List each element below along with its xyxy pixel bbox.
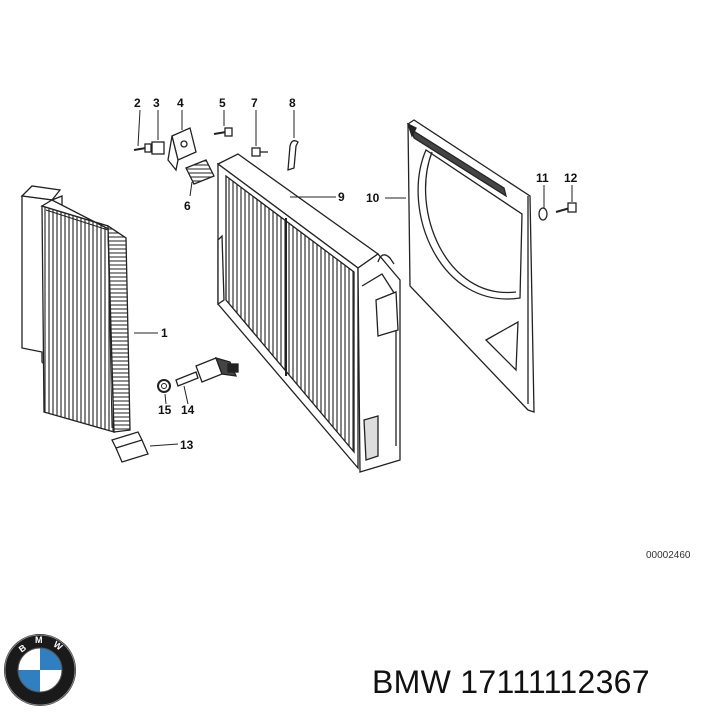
callout-9: 9 [338, 190, 345, 204]
callout-5: 5 [219, 96, 226, 110]
nut-part-3 [151, 141, 165, 155]
grommet-part-7 [251, 147, 268, 157]
callout-6: 6 [184, 199, 191, 213]
callout-11: 11 [536, 171, 549, 185]
callout-13: 13 [180, 438, 194, 452]
callout-labels: 2 3 4 5 7 8 6 9 10 11 12 1 15 14 13 [134, 96, 578, 452]
auxiliary-cooler [20, 185, 131, 433]
logo-letter-m: M [35, 635, 43, 645]
bmw-logo: B M W [4, 634, 76, 706]
clip-part-13 [111, 431, 149, 463]
callout-8: 8 [289, 96, 296, 110]
washer-part-11 [538, 207, 548, 221]
callout-15: 15 [158, 403, 172, 417]
callout-3: 3 [153, 96, 160, 110]
bolt-part-2 [133, 143, 152, 153]
hook-part-8 [287, 140, 299, 171]
fan-shroud-part-10 [406, 119, 535, 413]
screw-part-12 [555, 202, 577, 213]
callout-10: 10 [366, 191, 380, 205]
callout-12: 12 [564, 171, 578, 185]
logo-letter-b: B [17, 642, 28, 654]
callout-2: 2 [134, 96, 141, 110]
bracket-part-6 [185, 159, 215, 185]
mounting-bracket-part-4 [167, 127, 197, 172]
diagram-reference-number: 00002460 [646, 550, 691, 561]
screw-part-5 [213, 127, 233, 137]
radiator-part-9 [216, 153, 401, 473]
leader-lines [134, 109, 573, 447]
callout-7: 7 [251, 96, 258, 110]
callout-1: 1 [161, 326, 168, 340]
callout-14: 14 [181, 403, 195, 417]
part-number-caption: BMW 17111112367 [372, 664, 650, 700]
temperature-switch-part-14 [175, 357, 239, 387]
callout-4: 4 [177, 96, 184, 110]
